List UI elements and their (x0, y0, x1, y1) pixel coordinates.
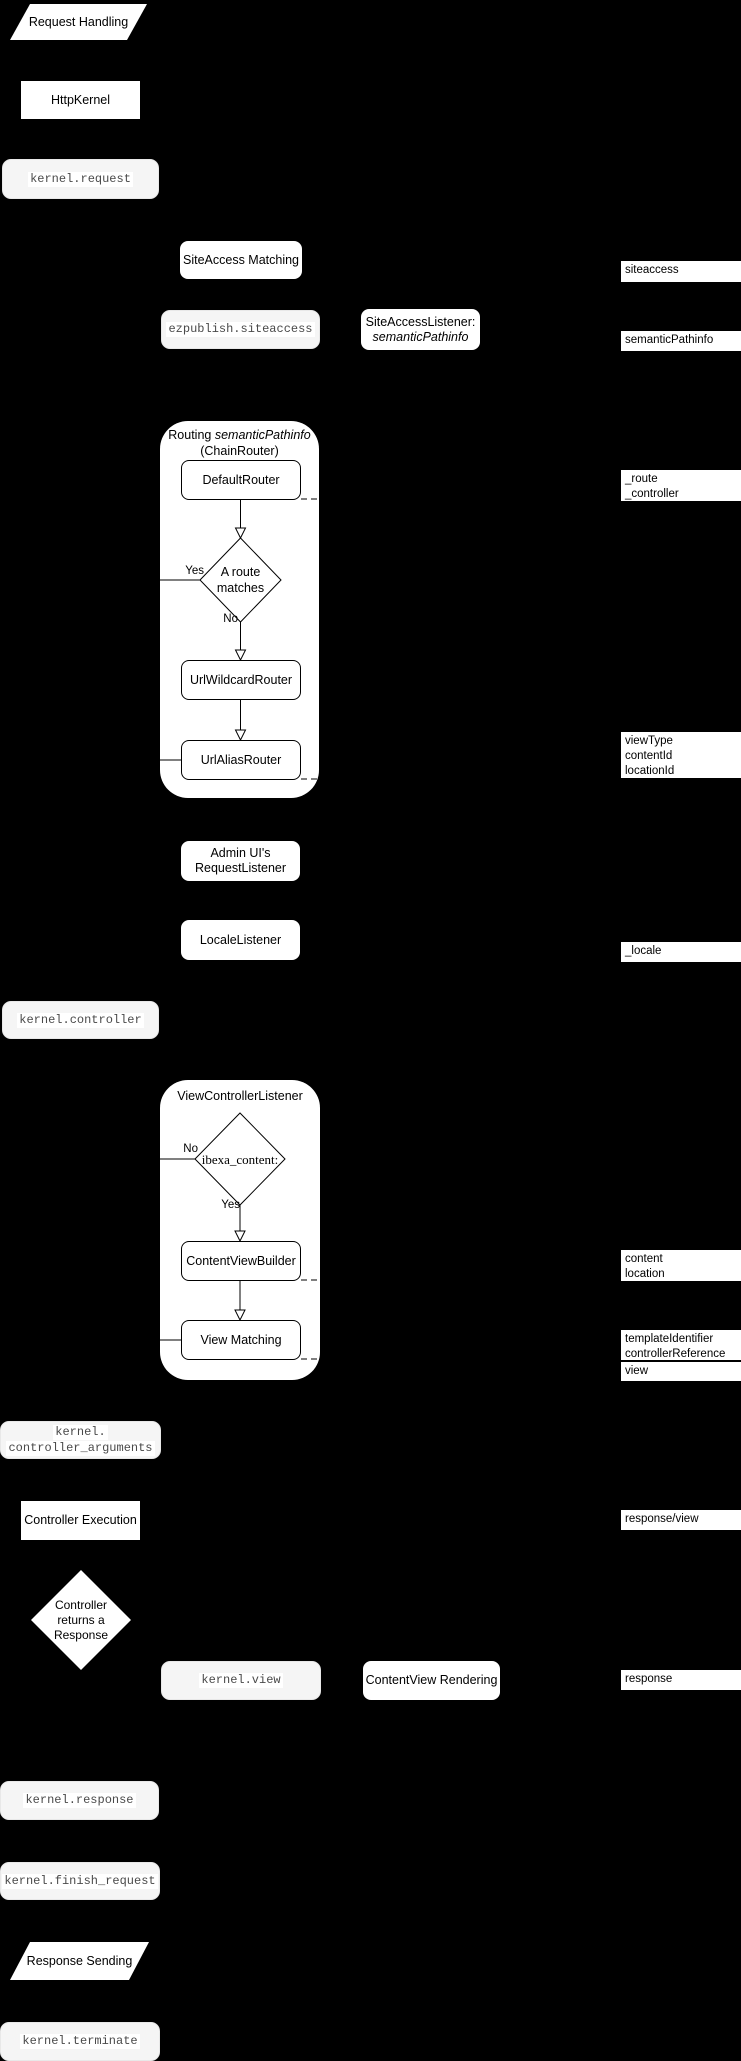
httpkernel-box: HttpKernel (21, 81, 140, 119)
kernel-finish-request-event: kernel.finish_request (0, 1862, 160, 1900)
response-output-label: response (621, 1670, 741, 1690)
kernel-controller-event: kernel.controller (2, 1001, 159, 1039)
kernel-request-label: kernel.request (28, 171, 133, 187)
view-controller-listener-container: ViewControllerListener No ibexa_content:… (160, 1080, 320, 1380)
route-matches-text: A route matches (216, 565, 265, 595)
kernel-response-event: kernel.response (0, 1781, 159, 1820)
view-controller-listener-title: ViewControllerListener (177, 1089, 303, 1103)
controller-execution-box: Controller Execution (21, 1501, 140, 1540)
kernel-view-event: kernel.view (161, 1661, 321, 1700)
request-handling-label: Request Handling (28, 15, 129, 29)
semantic-pathinfo-output-label: semanticPathinfo (621, 331, 741, 351)
routing-connectors (160, 498, 319, 780)
view-matching-box: View Matching (181, 1320, 301, 1360)
controller-returns-response-text: Controller returns a Response (53, 1597, 109, 1642)
arrowhead-icon (234, 1309, 246, 1322)
arrowhead-icon (234, 649, 247, 662)
route-matches-yes-label: Yes (185, 565, 204, 577)
ibexa-yes-label: Yes (221, 1199, 240, 1211)
viewtype-output-label: viewType contentId locationId (621, 732, 741, 778)
locale-output-label: _locale (621, 942, 741, 962)
kernel-controller-arguments-event: kernel. controller_arguments (0, 1421, 161, 1459)
route-matches-no-label: No (223, 613, 238, 625)
route-matches-diamond (199, 537, 282, 623)
ibexa-content-text: ibexa_content: (201, 1152, 279, 1167)
ibexa-no-label: No (183, 1143, 198, 1155)
default-router-box: DefaultRouter (181, 460, 301, 500)
content-view-builder-box: ContentViewBuilder (181, 1241, 301, 1281)
siteaccess-matching-box: SiteAccess Matching (180, 241, 302, 279)
controller-returns-response-diamond: Controller returns a Response (31, 1570, 131, 1670)
ezpublish-siteaccess-event: ezpublish.siteaccess (161, 310, 320, 349)
route-controller-output-label: _route _controller (621, 470, 741, 501)
response-sending-parallelogram: Response Sending (10, 1942, 149, 1980)
arrowhead-icon (234, 729, 247, 742)
url-wildcard-router-box: UrlWildcardRouter (181, 660, 301, 700)
siteaccess-listener-line1: SiteAccessListener: (365, 314, 476, 329)
content-location-output-label: content location (621, 1250, 741, 1281)
response-view-output-label: response/view (621, 1510, 741, 1530)
admin-ui-request-listener-box: Admin UI's RequestListener (181, 841, 300, 881)
siteaccess-listener-line2: semanticPathinfo (372, 329, 469, 344)
view-output-label: view (621, 1362, 741, 1381)
arrowhead-icon (234, 1230, 246, 1243)
ezpublish-siteaccess-label: ezpublish.siteaccess (166, 322, 315, 337)
contentview-rendering-box: ContentView Rendering (363, 1661, 500, 1700)
view-controller-connectors (160, 1112, 320, 1360)
url-alias-router-box: UrlAliasRouter (181, 740, 301, 780)
routing-container: Routing semanticPathinfo (ChainRouter) D… (160, 421, 319, 798)
ibexa-content-diamond (194, 1112, 286, 1206)
siteaccess-output-label: siteaccess (621, 261, 741, 282)
request-handling-parallelogram: Request Handling (10, 4, 147, 40)
arrowhead-icon (234, 527, 247, 540)
template-identifier-output-label: templateIdentifier controllerReference (621, 1330, 741, 1360)
siteaccess-matching-label: SiteAccess Matching (182, 252, 300, 267)
kernel-terminate-event: kernel.terminate (0, 2022, 160, 2061)
siteaccess-listener-box: SiteAccessListener: semanticPathinfo (361, 309, 480, 350)
kernel-request-event: kernel.request (2, 159, 159, 199)
locale-listener-box: LocaleListener (181, 920, 300, 960)
httpkernel-label: HttpKernel (50, 92, 111, 107)
routing-title: Routing semanticPathinfo (ChainRouter) (168, 428, 311, 458)
